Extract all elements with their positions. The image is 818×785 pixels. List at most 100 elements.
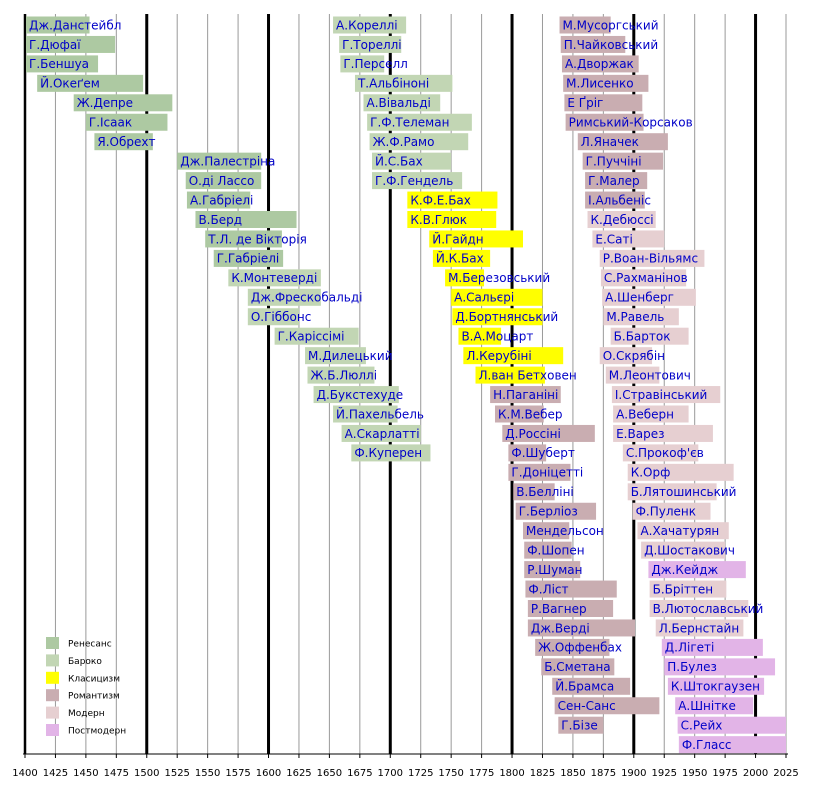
composer-bar-group: Р.Воан-Вільямс bbox=[599, 249, 705, 267]
composer-bar bbox=[525, 580, 617, 598]
composer-bar-group: Р.Вагнер bbox=[527, 600, 614, 617]
composer-bar bbox=[675, 697, 754, 715]
composer-bar bbox=[613, 424, 713, 442]
composer-label: А.Вівальді bbox=[366, 96, 430, 110]
composer-bar-group: Р.Шуман bbox=[524, 561, 582, 579]
composer-bar bbox=[513, 483, 555, 501]
composer-bar-group: Д.Букстехуде bbox=[313, 386, 403, 404]
composer-label: Г.Дюфаї bbox=[29, 38, 81, 52]
composer-bar bbox=[585, 172, 648, 190]
composer-bar-group: Дж.Палестріна bbox=[177, 152, 275, 170]
composer-bar-group: Дж.Данстейбл bbox=[26, 16, 121, 34]
composer-label: Д.Шостакович bbox=[644, 543, 735, 557]
composer-bar bbox=[185, 172, 262, 190]
composer-bar-group: Мендельсон bbox=[522, 522, 604, 540]
composer-label: Ф.Пуленк bbox=[636, 505, 696, 519]
composer-bar-group: В.Лютославський bbox=[649, 600, 764, 617]
composer-label: А.Хачатурян bbox=[640, 524, 719, 538]
composer-label: К.Монтеверді bbox=[231, 271, 317, 285]
composer-bar-group: Й.С.Бах bbox=[372, 152, 452, 170]
x-tick-label: 1525 bbox=[164, 768, 189, 779]
composer-label: Т.Альбіноні bbox=[357, 77, 429, 91]
x-tick-label: 2000 bbox=[743, 768, 768, 779]
composer-label: Г.Ф.Гендель bbox=[375, 174, 453, 188]
composer-label: Т.Л. де Вікторія bbox=[207, 232, 307, 246]
composer-bar bbox=[363, 94, 441, 112]
composer-bar-group: Д.Лігеті bbox=[661, 638, 763, 656]
x-tick-label: 1550 bbox=[195, 768, 220, 779]
composer-bar-group: К.Дебюссі bbox=[587, 211, 656, 228]
composer-bar-group: Ф.Куперен bbox=[351, 444, 431, 462]
composer-bar-group: Г.Ф.Гендель bbox=[372, 172, 463, 190]
composer-bar bbox=[247, 308, 299, 326]
composer-bar-group: А.Хачатурян bbox=[637, 522, 729, 540]
composer-bar-group: К.Орф bbox=[627, 463, 734, 481]
composer-bar bbox=[475, 366, 545, 384]
composer-bar-group: Г.Ісаак bbox=[85, 113, 168, 131]
x-tick-label: 1775 bbox=[469, 768, 494, 779]
composer-label: Н.Паганіні bbox=[493, 388, 558, 402]
composer-bar bbox=[592, 230, 665, 248]
composer-label: Дж.Кейдж bbox=[651, 563, 718, 577]
composer-bar bbox=[677, 716, 786, 734]
composer-bar-group: С.Рахманінов bbox=[600, 269, 688, 287]
composer-bar bbox=[541, 658, 615, 676]
x-tick-label: 1950 bbox=[682, 768, 707, 779]
composer-label: Ж.Оффенбах bbox=[538, 641, 622, 655]
composer-label: І.Альбеніс bbox=[588, 193, 651, 207]
composer-bar-group: С.Прокоф'єв bbox=[622, 444, 704, 462]
x-tick-label: 1475 bbox=[104, 768, 129, 779]
composer-bar bbox=[641, 541, 726, 559]
composer-label: Ф.Шуберт bbox=[511, 446, 574, 460]
legend-swatch-baroque bbox=[46, 654, 59, 667]
composer-bar bbox=[559, 16, 611, 34]
composer-label: О.ді Лассо bbox=[189, 174, 255, 188]
composer-label: Б.Барток bbox=[614, 330, 671, 344]
composer-label: Р.Вагнер bbox=[531, 602, 587, 616]
x-tick-label: 1625 bbox=[286, 768, 311, 779]
composer-bar-group: Б.Барток bbox=[610, 327, 689, 345]
composer-label: М.Дилецький bbox=[308, 349, 392, 363]
composer-bar bbox=[565, 113, 644, 131]
x-tick-label: 1825 bbox=[530, 768, 555, 779]
composer-label: К.М.Вебер bbox=[498, 407, 563, 421]
composer-bar bbox=[582, 152, 664, 170]
composer-label: П.Чайковський bbox=[564, 38, 658, 52]
composer-label: Я.Обрехт bbox=[97, 135, 155, 149]
composer-label: Г.Пуччіні bbox=[586, 154, 642, 168]
composer-bar-group: А.Веберн bbox=[613, 405, 689, 423]
composer-label: Е.Варез bbox=[616, 427, 664, 441]
composer-bar-group: С.Рейх bbox=[677, 716, 786, 734]
bar-layer: Дж.ДанстейблГ.ДюфаїГ.БеншуаЙ.ОкеґемЖ.Деп… bbox=[26, 16, 786, 754]
composer-bar bbox=[627, 463, 734, 481]
composer-bar bbox=[367, 113, 472, 131]
composer-label: Б.Лятошинський bbox=[631, 485, 737, 499]
composer-label: П.Булез bbox=[667, 660, 717, 674]
x-tick-label: 1450 bbox=[73, 768, 98, 779]
composer-bar-group: Е Ґріг bbox=[564, 94, 643, 112]
composer-label: Г.Габріелі bbox=[217, 252, 280, 266]
composer-bar-group: А.Скарлатті bbox=[341, 424, 421, 442]
composer-label: Й.Океґем bbox=[40, 76, 100, 91]
composer-bar-group: Н.Паганіні bbox=[490, 386, 561, 404]
composer-bar-group: М.Мусоргський bbox=[559, 16, 659, 34]
composer-label: А.Дворжак bbox=[565, 57, 634, 71]
legend-label-romanticism: Романтизм bbox=[68, 692, 120, 702]
composer-bar-group: Г.Перселл bbox=[340, 55, 408, 73]
composer-bar-group: В.Белліні bbox=[513, 483, 574, 501]
composer-bar-group: К.М.Вебер bbox=[494, 405, 563, 423]
x-tick-label: 1750 bbox=[438, 768, 463, 779]
composer-label: А.Кореллі bbox=[336, 18, 398, 32]
composer-label: В.Лютославський bbox=[653, 602, 764, 616]
composer-bar bbox=[508, 444, 547, 462]
composer-bar bbox=[186, 191, 251, 209]
composer-bar bbox=[599, 347, 653, 365]
composer-bar bbox=[339, 35, 402, 53]
composer-label: М.Лисенко bbox=[566, 77, 633, 91]
composer-label: С.Рахманінов bbox=[604, 271, 688, 285]
composer-label: Л.Бернстайн bbox=[659, 621, 740, 635]
x-tick-label: 1500 bbox=[134, 768, 159, 779]
composer-bar-group: Г.Бізе bbox=[558, 716, 604, 734]
composer-bar bbox=[372, 172, 463, 190]
composer-label: Римський-Корсаков bbox=[569, 116, 693, 130]
